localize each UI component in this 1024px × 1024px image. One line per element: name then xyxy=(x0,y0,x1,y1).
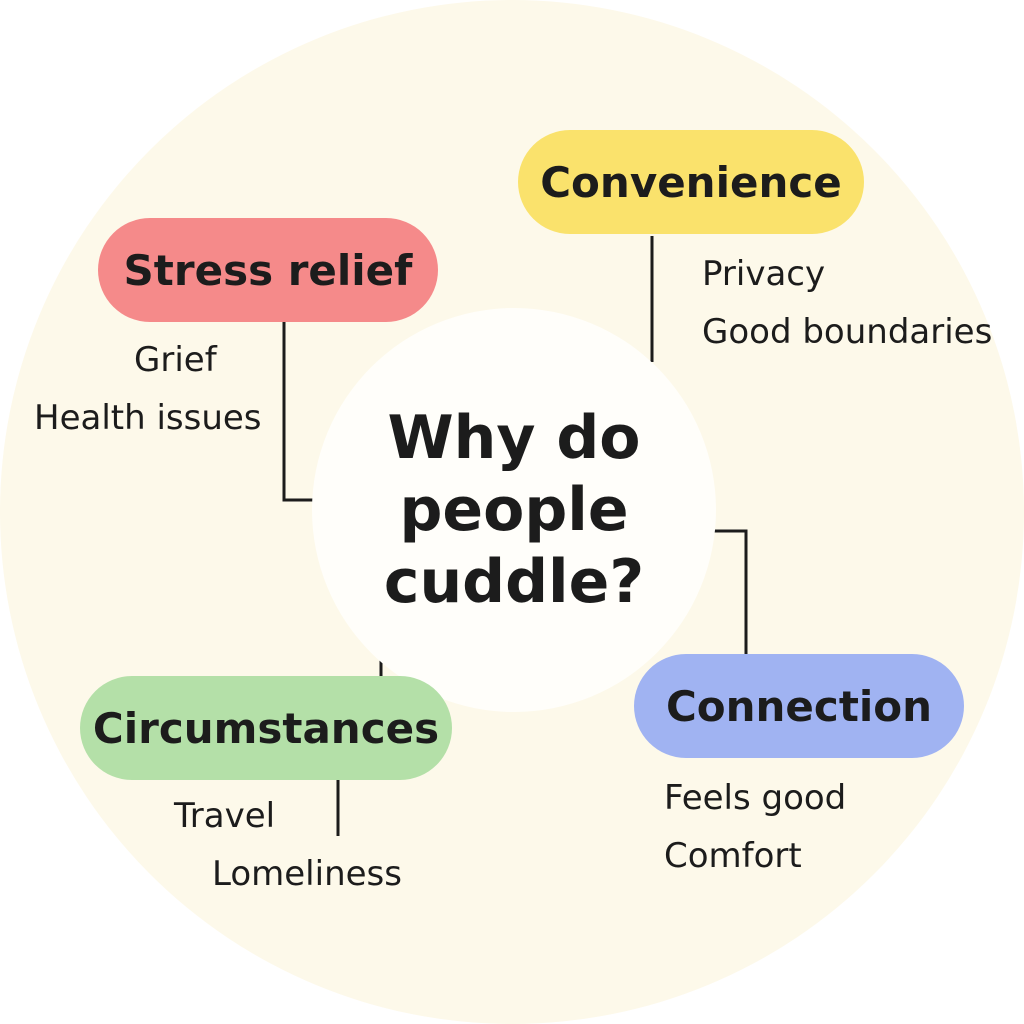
category-connection: Connection xyxy=(634,654,964,758)
connector-stress-relief xyxy=(282,322,314,502)
item-travel: Travel xyxy=(174,796,276,836)
category-circumstances: Circumstances xyxy=(80,676,452,780)
item-comfort: Comfort xyxy=(664,836,802,876)
category-stress-relief: Stress relief xyxy=(98,218,438,322)
item-privacy: Privacy xyxy=(702,254,826,294)
item-good-boundaries: Good boundaries xyxy=(702,312,993,352)
item-health-issues: Health issues xyxy=(34,398,262,438)
category-convenience: Convenience xyxy=(518,130,864,234)
center-question: Why do people cuddle? xyxy=(383,403,645,617)
item-grief: Grief xyxy=(134,340,217,380)
item-feels-good: Feels good xyxy=(664,778,847,818)
item-loneliness: Lomeliness xyxy=(212,854,402,894)
connector-connection xyxy=(712,529,748,654)
center-circle: Why do people cuddle? xyxy=(312,308,716,712)
